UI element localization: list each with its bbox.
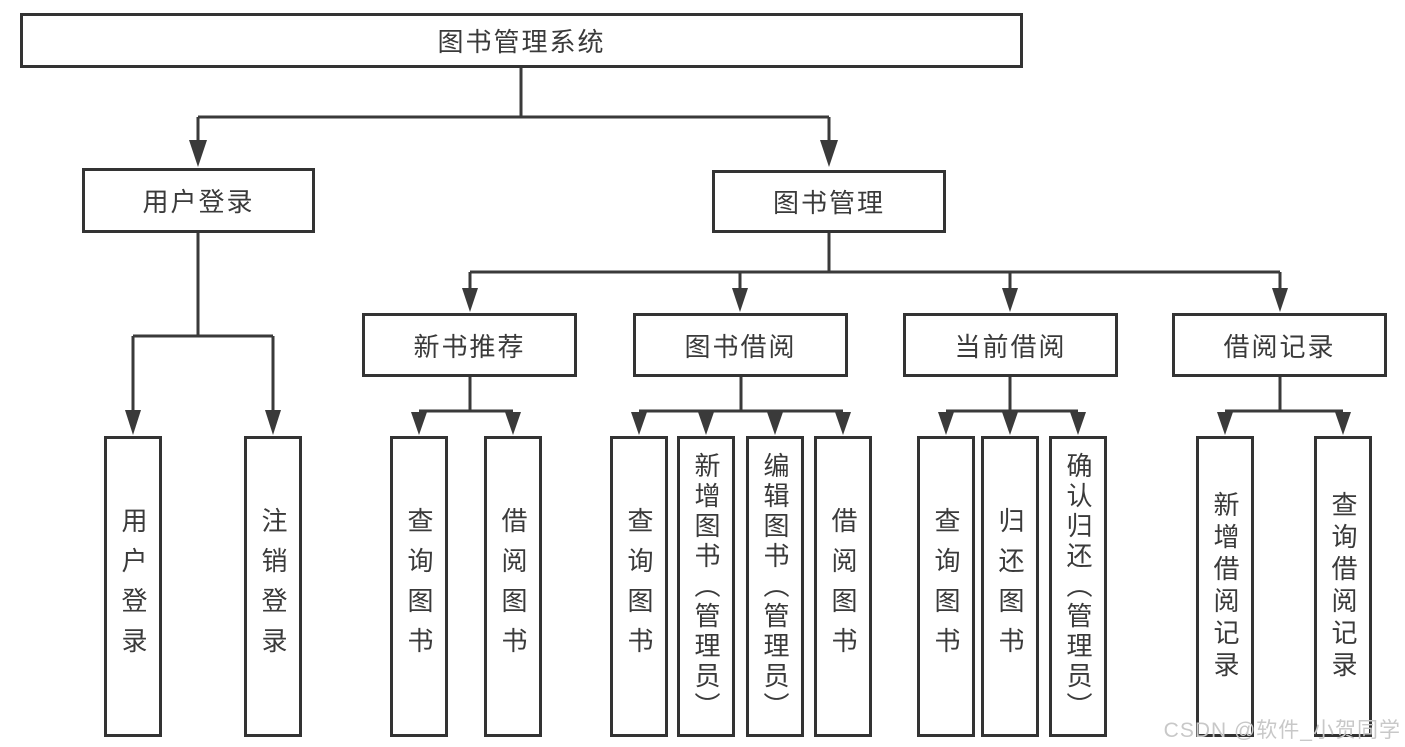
node-leaf-query-books-1: 查询图书 [390,436,448,737]
connector-current-borrow-branch [938,377,1086,435]
connector-book-mgmt-branch [462,233,1288,312]
node-book-borrow: 图书借阅 [633,313,848,377]
node-leaf-confirm-return-label: 确认归还（管理员） [1063,451,1093,722]
node-borrow-records-label: 借阅记录 [1223,331,1336,362]
arrowhead-icon [938,412,954,435]
arrowhead-icon [189,140,207,167]
arrowhead-icon [265,410,281,435]
node-leaf-return-books-label: 归还图书 [995,506,1025,667]
node-leaf-query-books-2-label: 查询图书 [624,506,654,667]
node-root-label: 图书管理系统 [437,27,606,57]
node-leaf-borrow-books-2: 借阅图书 [814,436,872,737]
node-leaf-add-record: 新增借阅记录 [1196,436,1254,737]
node-new-book-rec-label: 新书推荐 [413,331,526,362]
arrowhead-icon [505,412,521,435]
arrowhead-icon [767,412,783,435]
arrowhead-icon [732,288,748,312]
node-leaf-user-login-label: 用户登录 [118,506,148,667]
node-leaf-user-login: 用户登录 [104,436,162,737]
node-new-book-rec: 新书推荐 [362,313,577,377]
node-user-login: 用户登录 [82,168,315,233]
node-leaf-query-books-3: 查询图书 [917,436,975,737]
node-leaf-query-record: 查询借阅记录 [1314,436,1372,737]
node-leaf-edit-books: 编辑图书（管理员） [746,436,804,737]
arrowhead-icon [1335,412,1351,435]
arrowhead-icon [1002,288,1018,312]
node-leaf-add-record-label: 新增借阅记录 [1210,490,1240,683]
node-leaf-borrow-books-1-label: 借阅图书 [498,506,528,667]
node-leaf-logout: 注销登录 [244,436,302,737]
node-leaf-borrow-books-2-label: 借阅图书 [828,506,858,667]
node-root: 图书管理系统 [20,13,1023,68]
arrowhead-icon [125,410,141,435]
node-leaf-query-books-3-label: 查询图书 [931,506,961,667]
arrowhead-icon [835,412,851,435]
node-leaf-logout-label: 注销登录 [258,506,288,667]
arrowhead-icon [698,412,714,435]
node-leaf-query-books-2: 查询图书 [610,436,668,737]
node-leaf-query-books-1-label: 查询图书 [404,506,434,667]
arrowhead-icon [411,412,427,435]
arrowhead-icon [1217,412,1233,435]
node-leaf-return-books: 归还图书 [981,436,1039,737]
arrowhead-icon [1002,412,1018,435]
node-book-borrow-label: 图书借阅 [684,331,797,362]
watermark-text: CSDN @软件_小贺同学 [1163,719,1401,742]
arrowhead-icon [631,412,647,435]
node-leaf-query-record-label: 查询借阅记录 [1328,490,1358,683]
connector-root-to-level2 [189,68,838,167]
node-book-mgmt-label: 图书管理 [772,188,885,218]
connector-new-book-rec-branch [411,377,521,435]
node-current-borrow: 当前借阅 [903,313,1118,377]
node-leaf-confirm-return: 确认归还（管理员） [1049,436,1107,737]
node-leaf-edit-books-label: 编辑图书（管理员） [760,451,790,722]
node-book-mgmt: 图书管理 [712,170,946,233]
connector-borrow-records-branch [1217,377,1351,435]
node-borrow-records: 借阅记录 [1172,313,1387,377]
arrowhead-icon [820,140,838,167]
node-leaf-add-books: 新增图书（管理员） [677,436,735,737]
arrowhead-icon [462,288,478,312]
node-user-login-label: 用户登录 [142,187,255,217]
arrowhead-icon [1070,412,1086,435]
node-leaf-borrow-books-1: 借阅图书 [484,436,542,737]
arrowhead-icon [1272,288,1288,312]
node-leaf-add-books-label: 新增图书（管理员） [691,451,721,722]
node-current-borrow-label: 当前借阅 [954,331,1067,362]
connector-user-login-branch [125,233,281,435]
connector-book-borrow-branch [631,377,851,435]
